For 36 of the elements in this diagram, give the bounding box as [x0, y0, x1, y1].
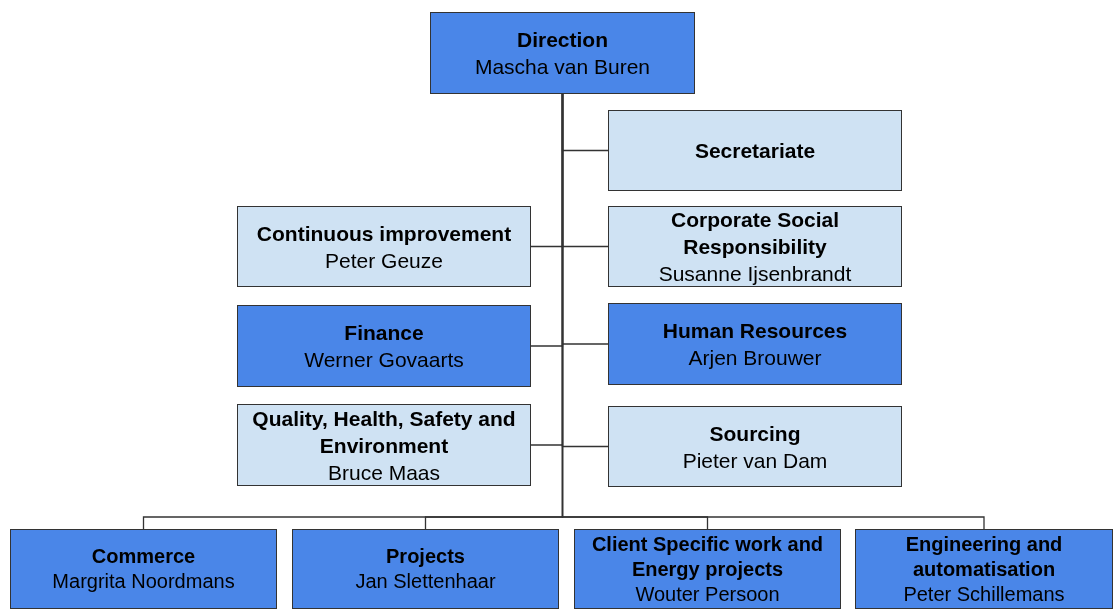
department-title: Sourcing [709, 420, 801, 447]
org-box [608, 206, 902, 287]
department-title: Quality, Health, Safety and Environment [251, 405, 517, 459]
manager-name: Wouter Persoon [635, 581, 780, 607]
manager-name: Mascha van Buren [474, 54, 651, 80]
department-title: Engineering and automatisation [904, 531, 1064, 582]
department-title: Corporate Social Responsibility [669, 207, 840, 260]
org-box [10, 529, 277, 609]
org-box [608, 303, 902, 385]
department-title: Finance [344, 320, 424, 346]
department-title: Continuous improvement [256, 220, 512, 247]
department-title: Secretariate [694, 138, 816, 164]
org-box [292, 529, 559, 609]
manager-name: Werner Govaarts [304, 347, 464, 373]
department-title: Direction [517, 27, 608, 53]
org-box [574, 529, 841, 609]
manager-name: Peter Schillemans [903, 581, 1065, 607]
manager-name: Jan Slettenhaar [355, 569, 496, 594]
org-box [608, 406, 902, 487]
department-title: Commerce [91, 544, 196, 569]
org-box [855, 529, 1113, 609]
department-title: Human Resources [662, 318, 848, 344]
org-box [608, 110, 902, 191]
manager-name: Peter Geuze [325, 247, 443, 274]
manager-name: Margrita Noordmans [52, 569, 235, 594]
org-box [237, 206, 531, 287]
manager-name: Susanne Ijsenbrandt [658, 261, 852, 287]
department-title: Client Specific work and Energy projects [590, 531, 825, 582]
connector-line [561, 93, 985, 530]
org-box [430, 12, 695, 94]
org-box [237, 305, 531, 387]
department-title: Projects [386, 544, 465, 569]
manager-name: Pieter van Dam [682, 447, 828, 474]
org-box [237, 404, 531, 486]
manager-name: Arjen Brouwer [688, 345, 822, 371]
manager-name: Bruce Maas [327, 459, 440, 486]
